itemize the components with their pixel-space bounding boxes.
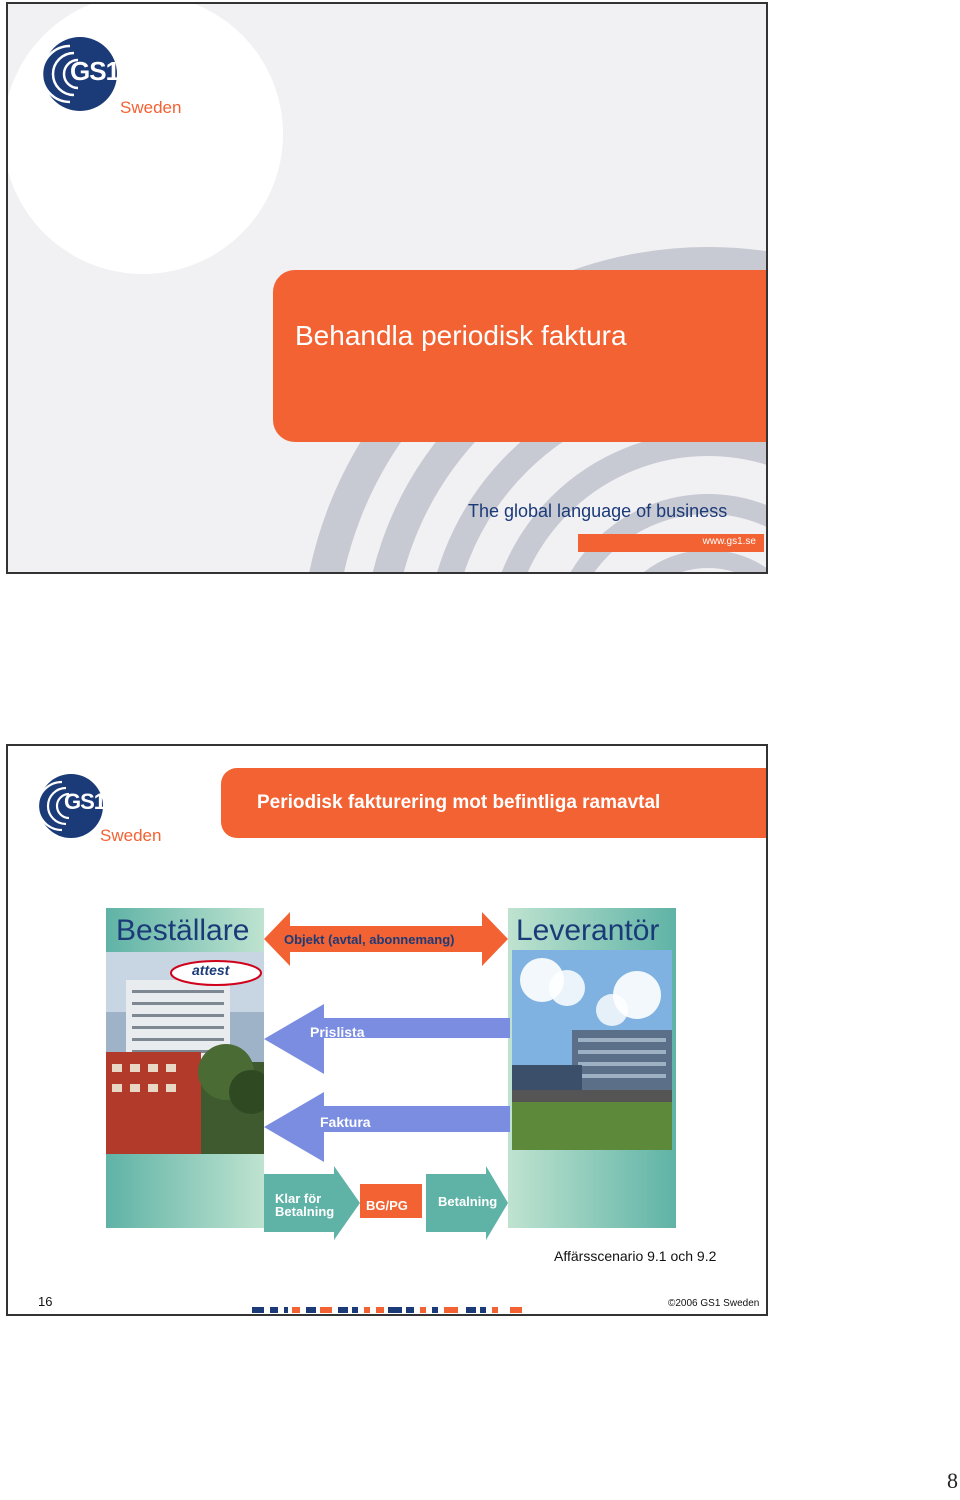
gs1-logo — [36, 774, 103, 838]
title-bar: Periodisk fakturering mot befintliga ram… — [221, 768, 766, 838]
betalning-label: Betalning — [438, 1194, 498, 1209]
slide-number: 16 — [38, 1294, 53, 1309]
url-text[interactable]: www.gs1.se — [702, 536, 756, 547]
faktura-arrow — [264, 1092, 510, 1162]
url-bar: www.gs1.se — [578, 534, 764, 552]
faktura-label: Faktura — [320, 1114, 371, 1130]
bgpg-label: BG/PG — [366, 1198, 408, 1213]
logo-text: GS1 — [64, 789, 106, 814]
objekt-label: Objekt (avtal, abonnemang) — [284, 932, 455, 947]
attest-label: attest — [192, 962, 230, 978]
slide-title: Behandla periodisk faktura — [295, 320, 627, 351]
leverantor-label: Leverantör — [516, 914, 660, 947]
logo-text: GS1 — [70, 56, 120, 86]
leverantor-photo — [512, 950, 672, 1150]
content-slide: GS1 Sweden Periodisk fakturering mot bef… — [6, 744, 768, 1316]
tagline: The global language of business — [468, 501, 728, 521]
title-slide: GS1 Sweden Behandla periodisk faktura Th… — [6, 2, 768, 574]
klar-for-betalning-label: Klar för Betalning — [275, 1192, 334, 1218]
logo-country: Sweden — [100, 826, 162, 845]
prislista-arrow — [264, 1004, 510, 1074]
klar-line-2: Betalning — [275, 1204, 335, 1219]
prislista-label: Prislista — [310, 1024, 365, 1040]
payment-process-arrows — [264, 1166, 508, 1240]
gs1-logo — [40, 37, 117, 111]
klar-line-1: Klar för — [275, 1191, 322, 1206]
attest-highlight — [170, 960, 262, 986]
copyright: ©2006 GS1 Sweden — [668, 1298, 760, 1309]
scenario-caption: Affärsscenario 9.1 och 9.2 — [554, 1248, 717, 1264]
slide-title: Periodisk fakturering mot befintliga ram… — [257, 792, 661, 813]
title-box: Behandla periodisk faktura — [273, 270, 766, 442]
logo-country: Sweden — [120, 98, 182, 117]
objekt-double-arrow — [264, 912, 508, 966]
footer-decoration — [252, 1307, 522, 1313]
page-number: 8 — [947, 1468, 958, 1493]
bestallare-label: Beställare — [116, 914, 250, 947]
